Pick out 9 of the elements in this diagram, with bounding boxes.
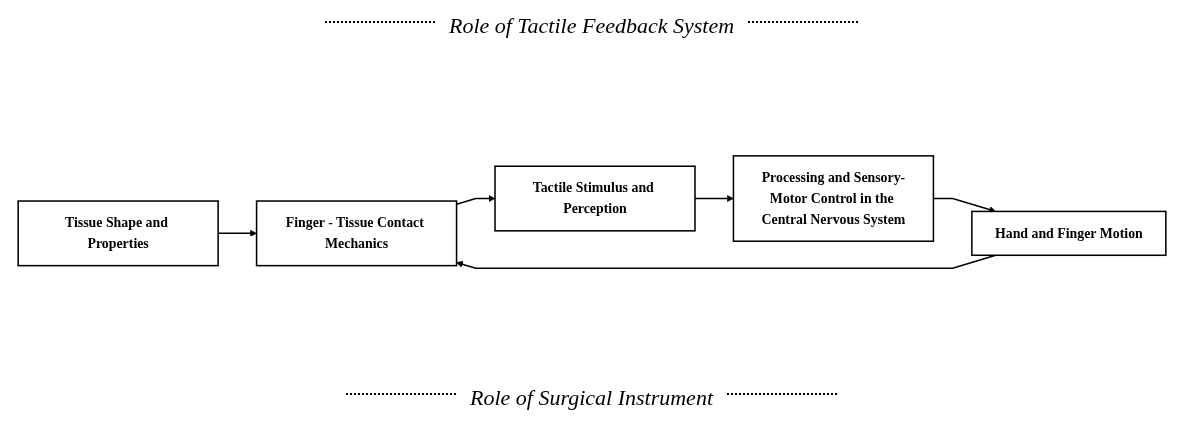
role-label: Role of Surgical Instrument: [470, 385, 713, 411]
arrow: [932, 197, 996, 213]
node-box: Processing and Sensory-Motor Control in the Central Nervous System: [732, 155, 934, 242]
node-box: Tissue Shape and Properties: [16, 200, 219, 267]
arrow: [455, 254, 996, 269]
node-box: Finger - Tissue Contact Mechanics: [255, 200, 457, 267]
role-label: Role of Tactile Feedback System: [448, 13, 735, 39]
node-box: Tactile Stimulus and Perception: [493, 165, 696, 232]
node-box: Hand and Finger Motion: [970, 210, 1167, 257]
